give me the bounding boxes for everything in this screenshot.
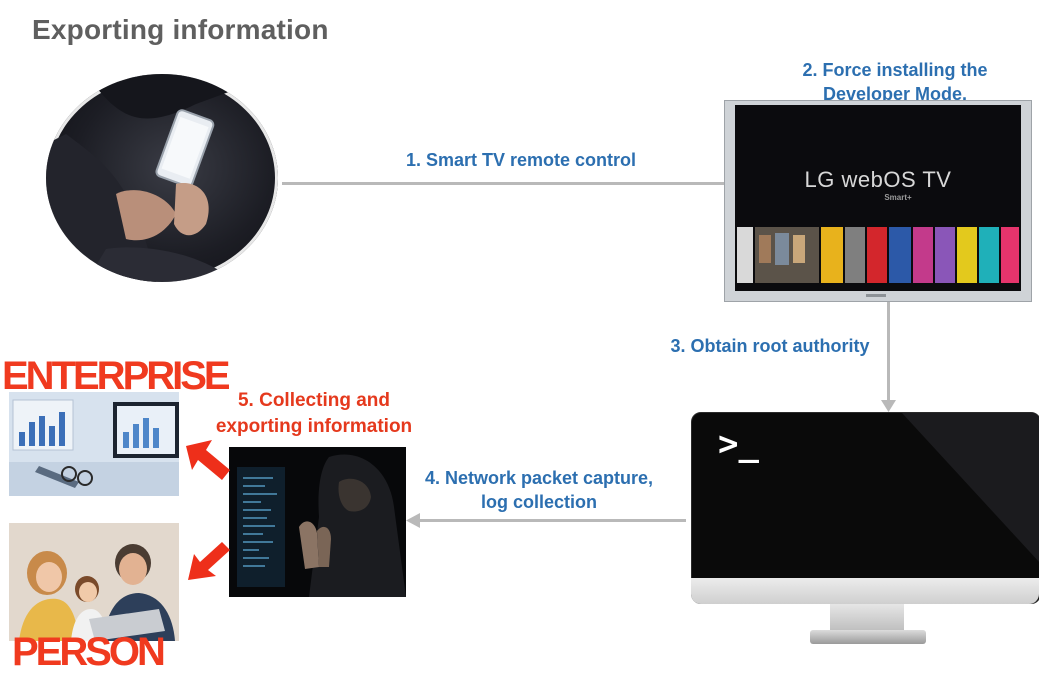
page-title: Exporting information — [32, 14, 329, 45]
enterprise-photo — [9, 392, 179, 496]
connector-step-4 — [418, 519, 686, 522]
step-1-label: 1. Smart TV remote control — [405, 150, 637, 170]
connector-step-1 — [282, 182, 724, 185]
red-arrow-to-person — [188, 542, 230, 580]
connector-step-3 — [887, 302, 890, 406]
step-3-label: 3. Obtain root authority — [670, 336, 870, 356]
terminal-monitor — [691, 412, 1039, 604]
step-2-line-2: Developer Mode. — [822, 84, 968, 104]
family-photo — [9, 523, 179, 641]
red-arrow-to-enterprise — [186, 440, 230, 480]
tv-screen: LG webOS TV Smart+ — [735, 105, 1021, 291]
step-4-line-2: log collection — [480, 492, 597, 512]
step-5-line-1: 5. Collecting and — [237, 390, 391, 411]
smartphone-user-photo — [46, 74, 278, 282]
enterprise-label: ENTERPRISE — [2, 354, 231, 398]
step-5-label: 5. Collecting and exporting information — [190, 388, 438, 440]
monitor-chin — [691, 578, 1039, 604]
step-4-label: 4. Network packet capture, log collectio… — [408, 466, 670, 514]
tv-brand-sub: Smart+ — [884, 193, 912, 202]
step-4-line-1: 4. Network packet capture, — [424, 468, 654, 488]
step-2-label: 2. Force installing the Developer Mode. — [770, 58, 1020, 106]
terminal-prompt: >_ — [718, 424, 759, 464]
person-label: PERSON — [12, 630, 166, 674]
tv-launcher-bar — [737, 227, 1019, 283]
arrowhead-step-3 — [881, 400, 896, 412]
tv-brand-logo: LG webOS TV — [804, 167, 952, 192]
arrowhead-step-4 — [406, 513, 420, 528]
monitor-neck — [830, 604, 904, 632]
tv-stand — [866, 294, 886, 297]
step-5-line-2: exporting information — [215, 416, 413, 437]
monitor-foot — [810, 630, 926, 644]
step-2-line-1: 2. Force installing the — [802, 60, 988, 80]
hacker-photo — [229, 447, 406, 597]
